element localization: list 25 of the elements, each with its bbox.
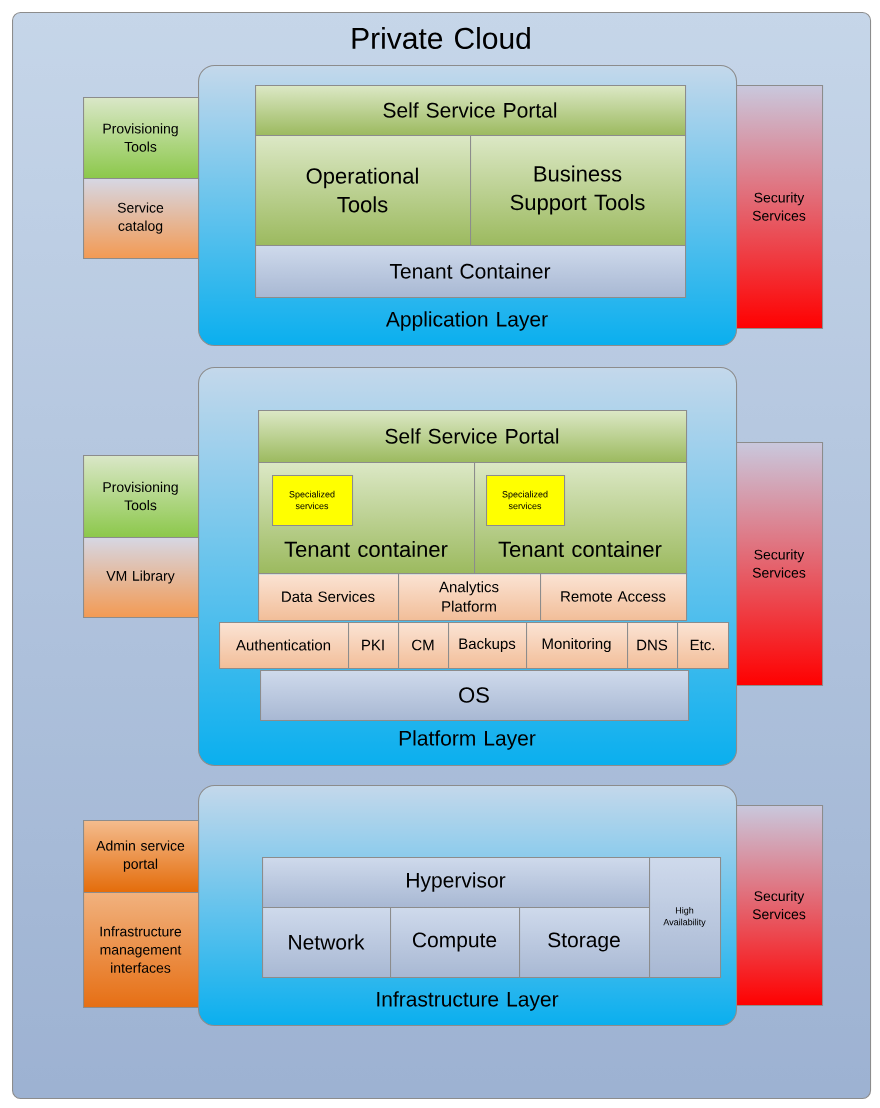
- portal-box: Self Service Portal: [255, 85, 687, 137]
- side-box: VM Library: [83, 537, 200, 619]
- security-bar: Security Services: [736, 805, 824, 1007]
- resource-box: Network: [262, 907, 392, 979]
- tools-box: Operational Tools: [255, 135, 472, 247]
- service-box: Etc.: [677, 622, 730, 670]
- side-box: Provisioning Tools: [83, 455, 200, 539]
- security-bar: Security Services: [736, 85, 824, 330]
- side-box: Service catalog: [83, 178, 200, 260]
- service-box: Backups: [448, 622, 528, 670]
- side-box: Provisioning Tools: [83, 97, 200, 180]
- resource-box: Storage: [519, 907, 651, 979]
- service-box: CM: [398, 622, 450, 670]
- side-box: Infrastructure management interfaces: [83, 892, 200, 1009]
- security-bar: Security Services: [736, 442, 824, 687]
- resource-box: Compute: [390, 907, 521, 979]
- service-box: PKI: [348, 622, 400, 670]
- service-box: DNS: [627, 622, 679, 670]
- portal-box: Self Service Portal: [258, 410, 688, 464]
- tools-box: Business Support Tools: [470, 135, 687, 247]
- availability-box: High Availability: [649, 857, 722, 979]
- container-box: Tenant Container: [255, 245, 687, 299]
- service-note: Specialized services: [272, 475, 354, 527]
- service-note: Specialized services: [486, 475, 566, 527]
- side-box: Admin service portal: [83, 820, 200, 894]
